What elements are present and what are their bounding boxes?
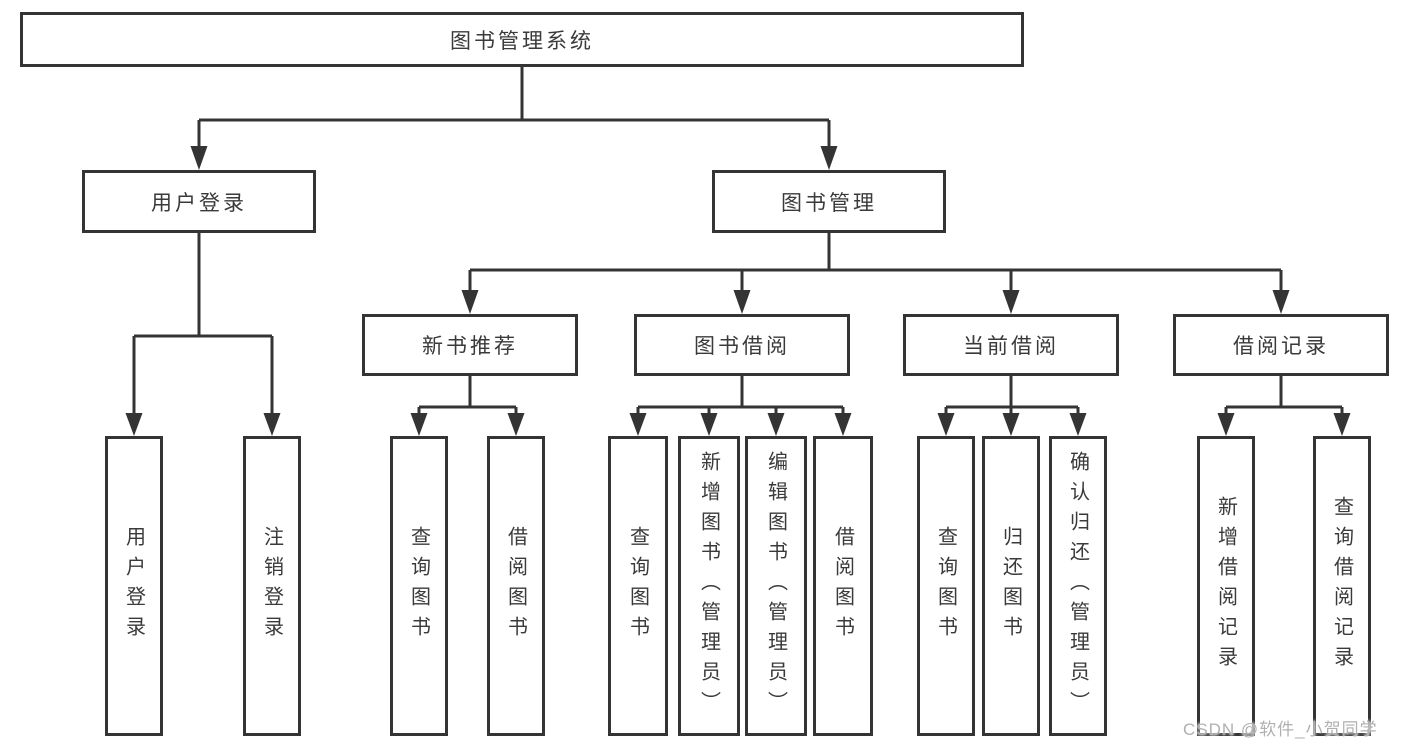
arrowheads-bookborrow-leaves	[629, 413, 852, 436]
leaf-records-add-borrow-record: 新增借阅记录	[1197, 436, 1255, 736]
leaf-current-return-books: 归还图书	[982, 436, 1040, 736]
node-label: 用户登录	[151, 191, 247, 215]
node-library-management-system: 图书管理系统	[20, 12, 1024, 67]
leaf-label: 查询图书	[626, 526, 649, 646]
node-book-borrowing: 图书借阅	[634, 314, 850, 376]
connector-bookborrow-to-leaves	[636, 376, 845, 413]
node-current-borrowing: 当前借阅	[903, 314, 1119, 376]
leaf-label: 新增图书（管理员）	[697, 451, 720, 721]
leaf-borrowing-query-books: 查询图书	[608, 436, 668, 736]
arrowheads-curborrow-leaves	[937, 413, 1087, 436]
node-label: 当前借阅	[963, 335, 1059, 358]
arrowheads-userlogin-leaves	[125, 413, 281, 436]
node-label: 图书借阅	[694, 335, 790, 358]
leaf-borrowing-edit-books-admin: 编辑图书（管理员）	[745, 436, 807, 736]
leaf-label: 新增借阅记录	[1214, 496, 1237, 676]
node-borrowing-records: 借阅记录	[1173, 314, 1389, 376]
node-label: 图书管理系统	[450, 29, 594, 53]
leaf-label: 注销登录	[260, 526, 283, 646]
leaf-logout: 注销登录	[243, 436, 301, 736]
connector-root-to-level2	[197, 67, 831, 147]
arrowheads-newbook-leaves	[410, 413, 525, 436]
node-user-login: 用户登录	[82, 170, 316, 233]
leaf-borrowing-borrow-books: 借阅图书	[813, 436, 873, 736]
node-new-book-recommendation: 新书推荐	[362, 314, 578, 376]
node-book-management: 图书管理	[712, 170, 946, 233]
leaf-label: 编辑图书（管理员）	[764, 451, 787, 721]
leaf-user-login: 用户登录	[105, 436, 163, 736]
connector-curborrow-to-leaves	[944, 376, 1080, 413]
leaf-label: 借阅图书	[831, 526, 854, 646]
watermark-csdn: CSDN @软件_小贺同学	[1183, 720, 1378, 739]
connector-bookmgmt-to-level3	[468, 233, 1283, 291]
leaf-label: 查询图书	[407, 526, 430, 646]
leaf-records-query-borrow-record: 查询借阅记录	[1313, 436, 1371, 736]
connector-userlogin-to-leaves	[132, 233, 274, 413]
leaf-label: 查询借阅记录	[1330, 496, 1353, 676]
connector-borrowrec-to-leaves	[1224, 376, 1344, 413]
connector-newbook-to-leaves	[417, 376, 518, 413]
leaf-current-confirm-return-admin: 确认归还（管理员）	[1049, 436, 1107, 736]
leaf-label: 确认归还（管理员）	[1066, 451, 1089, 721]
node-label: 图书管理	[781, 191, 877, 215]
node-label: 新书推荐	[422, 335, 518, 358]
arrowheads-level2	[190, 146, 838, 170]
leaf-newbook-query-books: 查询图书	[390, 436, 448, 736]
leaf-current-query-books: 查询图书	[917, 436, 975, 736]
arrowheads-borrowrec-leaves	[1217, 413, 1351, 436]
leaf-label: 归还图书	[999, 526, 1022, 646]
arrowheads-level3	[461, 290, 1290, 314]
node-label: 借阅记录	[1233, 335, 1329, 358]
leaf-label: 用户登录	[122, 526, 145, 646]
leaf-newbook-borrow-books: 借阅图书	[487, 436, 545, 736]
leaf-borrowing-add-books-admin: 新增图书（管理员）	[678, 436, 740, 736]
leaf-label: 查询图书	[934, 526, 957, 646]
leaf-label: 借阅图书	[504, 526, 527, 646]
